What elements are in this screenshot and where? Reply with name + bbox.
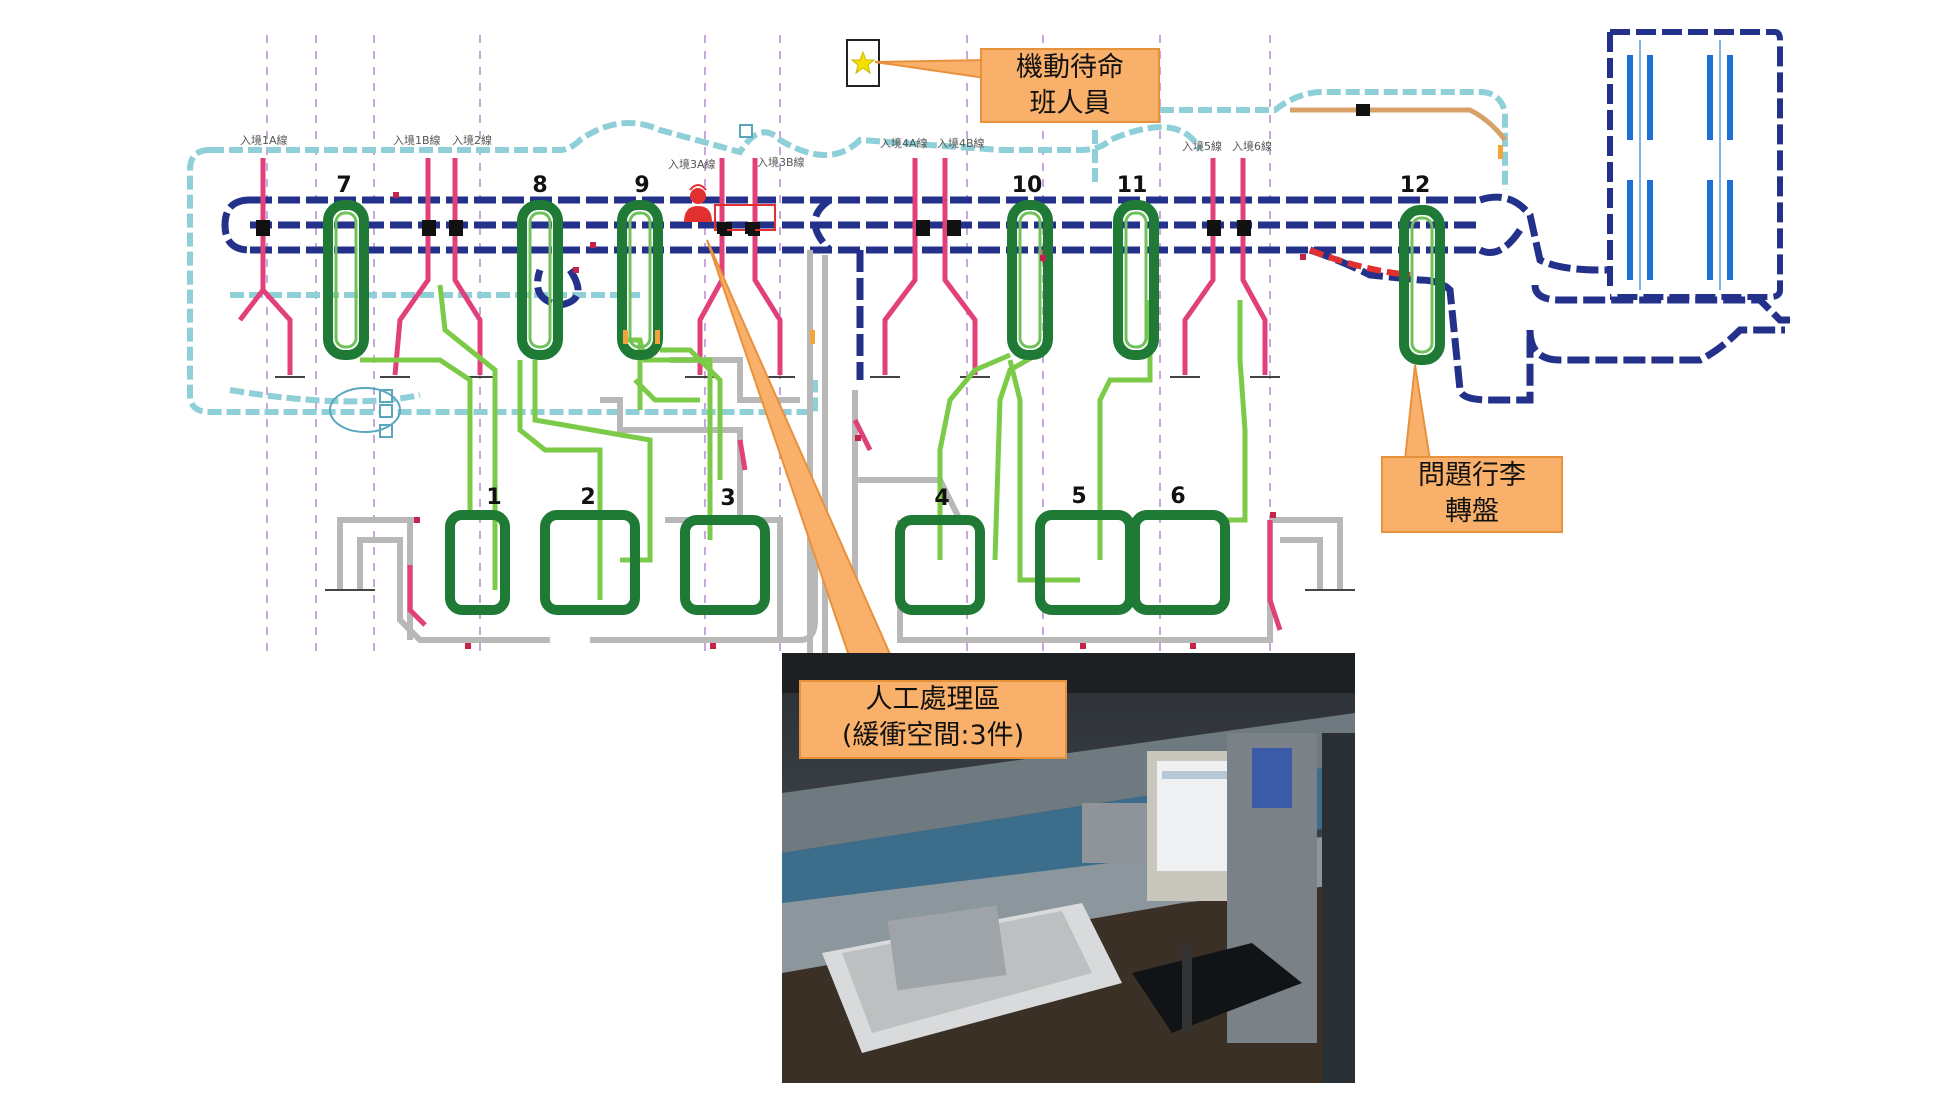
carousel-5	[1035, 510, 1135, 615]
standby-callout: 機動待命 班人員	[980, 48, 1160, 123]
carousel-9	[617, 200, 663, 360]
callout-pointers	[706, 58, 1432, 689]
line-label: 入境6線	[1232, 139, 1272, 153]
standby-callout-line2: 班人員	[1029, 88, 1111, 119]
feeder-conveyors	[360, 284, 1248, 600]
line-label: 入境3A線	[668, 157, 716, 171]
return-loop	[187, 88, 1508, 415]
carousel-number: 6	[1170, 484, 1185, 509]
line-labels: 入境1A線 入境1B線 入境2線 入境3A線 入境3B線 入境4A線 入境4B線…	[240, 133, 1272, 171]
carousel-3	[680, 515, 770, 615]
carousel-number: 5	[1071, 484, 1086, 509]
carousel-number: 2	[580, 485, 595, 510]
manual-callout-line1: 人工處理區	[865, 684, 1001, 715]
line-label: 入境1A線	[240, 133, 288, 147]
carousel-11	[1113, 200, 1159, 360]
carousel-number: 11	[1117, 173, 1148, 198]
problem-callout-line2: 轉盤	[1445, 496, 1499, 527]
storage-racks	[1627, 55, 1733, 280]
person-icon	[684, 184, 712, 222]
orange-markers	[623, 145, 1503, 344]
star-icon	[850, 50, 876, 75]
carousel-number: 8	[532, 173, 547, 198]
carousel-number: 3	[720, 486, 735, 511]
line-label: 入境5線	[1182, 139, 1222, 153]
orange-segment	[1290, 107, 1507, 142]
induction-lines	[238, 158, 1268, 376]
carousel-1	[445, 510, 510, 615]
manual-callout: 人工處理區 (緩衝空間:3件)	[799, 680, 1067, 759]
carousel-number: 7	[336, 173, 351, 198]
carousel-number: 10	[1012, 173, 1043, 198]
carousel-4	[895, 515, 985, 615]
carousel-inner-tracks	[334, 211, 1434, 354]
storage-rails	[1639, 40, 1721, 290]
carousel-7	[323, 200, 369, 360]
carousel-number: 4	[934, 486, 949, 511]
carousels	[323, 200, 1445, 615]
carousel-number: 12	[1400, 173, 1431, 198]
carousel-10	[1007, 200, 1053, 360]
return-loop-switches	[329, 124, 753, 438]
line-label: 入境4B線	[937, 136, 985, 150]
carousel-2	[540, 510, 640, 615]
carousel-number: 9	[634, 173, 649, 198]
carousel-number: 1	[486, 485, 501, 510]
problem-callout-line1: 問題行李	[1418, 460, 1526, 491]
line-label: 入境3B線	[757, 155, 805, 169]
problem-callout: 問題行李 轉盤	[1381, 456, 1563, 533]
switch-block	[1356, 104, 1370, 116]
manual-callout-line2: (緩衝空間:3件)	[841, 720, 1025, 751]
carousel-8	[517, 200, 563, 360]
line-label: 入境1B線	[393, 133, 441, 147]
carousel-6	[1130, 510, 1230, 615]
carousel-numbers: 7 8 9 10 11 12 1 2 3 4 5 6	[336, 173, 1430, 511]
storage-area	[1607, 29, 1783, 300]
standby-callout-line1: 機動待命	[1016, 52, 1124, 83]
standby-box	[846, 39, 880, 87]
line-label: 入境4A線	[880, 136, 928, 150]
line-label: 入境2線	[452, 133, 492, 147]
carousel-12	[1399, 205, 1445, 365]
manual-handling-area	[714, 204, 776, 234]
